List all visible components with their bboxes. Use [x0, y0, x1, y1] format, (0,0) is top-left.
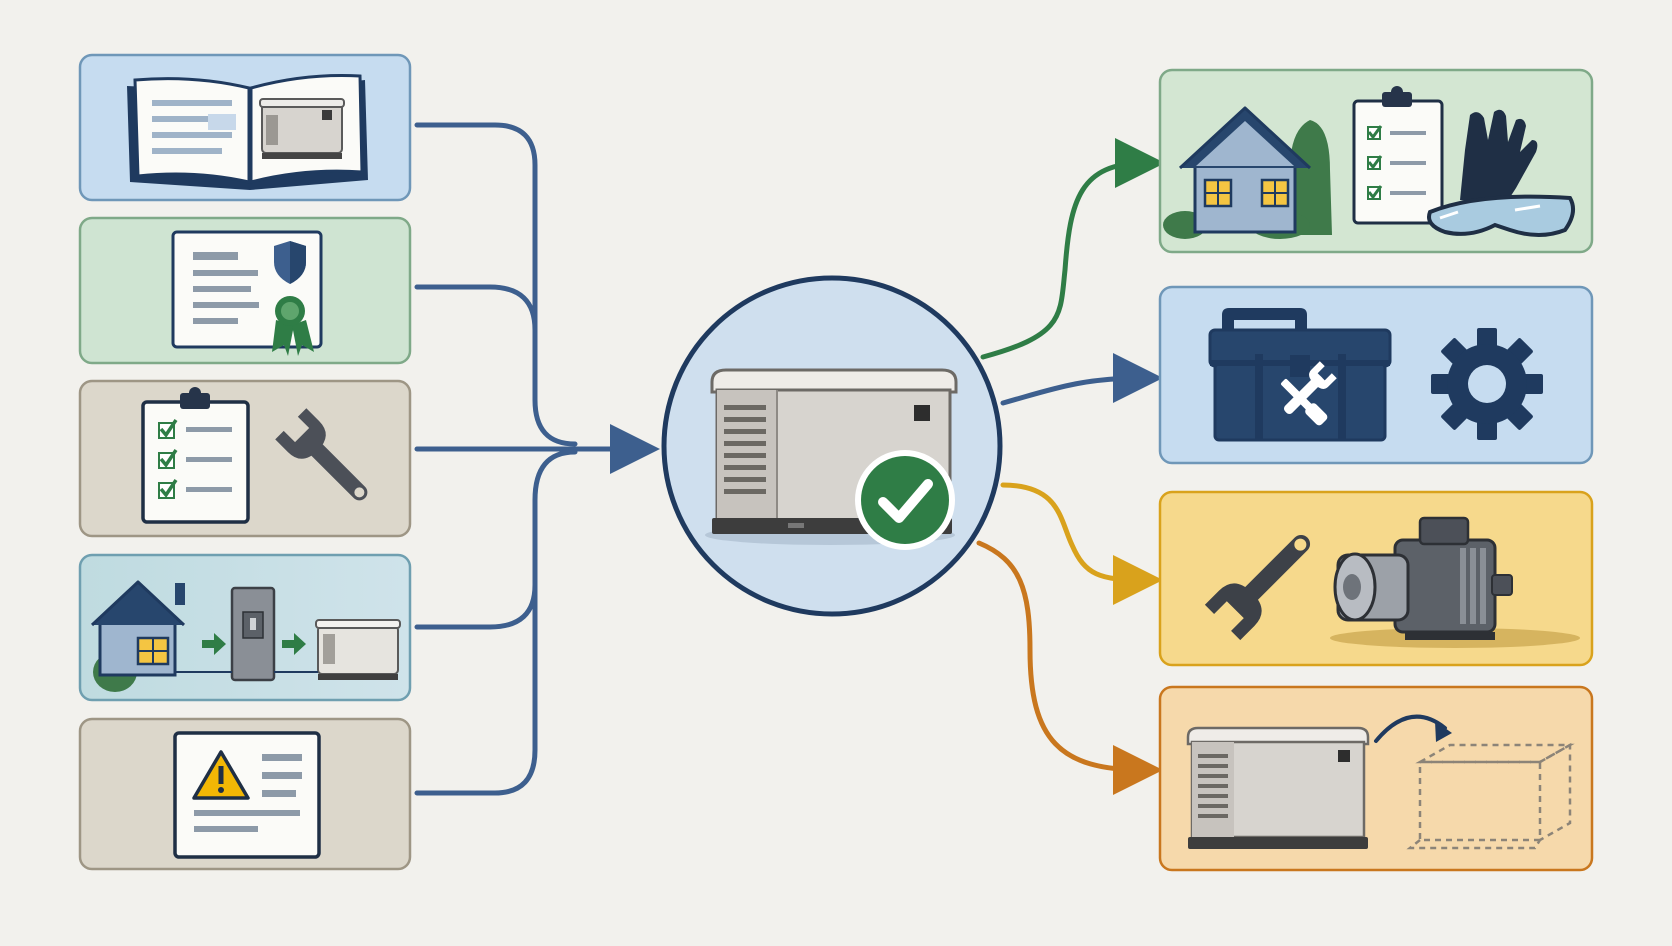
connector-connection: [414, 582, 538, 630]
hub-generator[interactable]: [661, 275, 1003, 617]
output-connectors: [976, 138, 1165, 795]
output-panel-replacement[interactable]: [1158, 685, 1594, 872]
connector-certificate: [414, 284, 538, 333]
generator-approved-icon: [705, 368, 958, 550]
connector-manual: [414, 122, 578, 447]
output-panel-site-safety[interactable]: [1158, 68, 1594, 254]
generator-replacement-icon: [1186, 714, 1575, 850]
input-panel-warning[interactable]: [78, 717, 412, 871]
house-transfer-switch-generator-icon: [90, 580, 401, 692]
connector-replacement: [976, 540, 1163, 795]
input-panel-checklist[interactable]: [78, 379, 412, 538]
open-manual-icon: [127, 74, 368, 190]
input-panel-manual[interactable]: [78, 53, 412, 202]
connector-site-safety: [980, 138, 1165, 360]
house-checklist-safety-gear-icon: [1163, 86, 1576, 239]
wrench-icon: [1204, 534, 1311, 641]
connector-warning: [414, 449, 578, 796]
input-connectors: [414, 122, 660, 796]
toolbox-gear-icon: [1208, 308, 1543, 442]
input-panel-certificate[interactable]: [78, 216, 412, 365]
checklist-wrench-icon: [141, 387, 368, 524]
warning-notice-icon: [173, 731, 321, 859]
certificate-icon: [171, 230, 323, 356]
input-panel-connection[interactable]: [78, 553, 412, 702]
gear-icon: [1431, 328, 1543, 440]
wrench-engine-icon: [1204, 516, 1580, 648]
output-panel-service-tools[interactable]: [1158, 285, 1594, 465]
connector-service-tools: [1000, 353, 1163, 406]
output-panel-engine-repair[interactable]: [1158, 490, 1594, 667]
connector-engine-repair: [1000, 482, 1163, 605]
